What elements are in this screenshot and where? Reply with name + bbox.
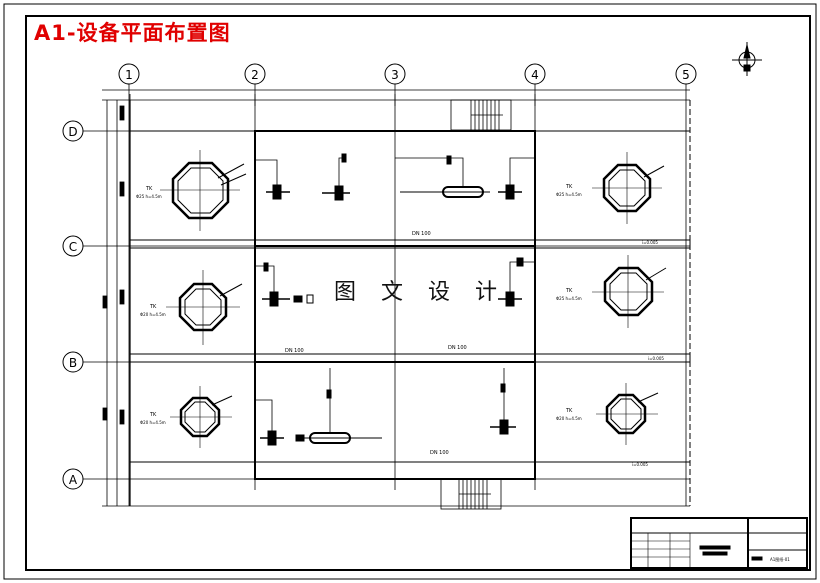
equipment-room-D (255, 153, 535, 201)
inner-frame (25, 15, 811, 571)
row-axis-C: C (62, 235, 84, 257)
column-axis-2: 2 (244, 63, 266, 85)
dimension-lines (102, 89, 690, 507)
row-axis-A: A (62, 468, 84, 490)
slope-label: i=0.005 (632, 462, 648, 467)
axis-label: B (69, 356, 77, 370)
slope-label: i=0.005 (642, 240, 658, 245)
row-axes: D C B A (62, 120, 84, 490)
stair-bottom (440, 478, 502, 510)
tank-sub: Φ20 h=4.5m (556, 416, 582, 421)
stair-top (450, 99, 512, 131)
tank-sub: Φ20 h=4.5m (140, 420, 166, 425)
equipment-room-C (255, 257, 535, 307)
pipe-label: DN 100 (448, 345, 467, 351)
pipe-label: DN 100 (285, 348, 304, 354)
pipe-label: DN 100 (412, 231, 431, 237)
tank-sub: Φ25 h=4.5m (556, 192, 582, 197)
axis-label: 4 (531, 68, 539, 82)
tank-label: TK (565, 184, 573, 190)
axis-label: 3 (391, 68, 399, 82)
slope-label: i=0.005 (648, 356, 664, 361)
axis-label: D (68, 125, 77, 139)
column-axes: 1 2 3 4 5 (118, 63, 697, 85)
column-axis-5: 5 (675, 63, 697, 85)
tank-B5: TK Φ20 h=4.5m (556, 383, 659, 445)
drawing-title: A1-设备平面布置图 (34, 21, 231, 45)
axis-label: 1 (125, 68, 133, 82)
tank-D5: TK Φ25 h=4.5m (556, 152, 665, 224)
equipment-room-B (255, 368, 516, 446)
tank-C1: TK Φ20 h=4.5m (140, 270, 243, 345)
building-walls (129, 100, 691, 506)
tank-sub: Φ25 h=4.5m (136, 194, 162, 199)
pipe-label: DN 100 (430, 450, 449, 456)
column-axis-3: 3 (384, 63, 406, 85)
pipe-labels: DN 100 DN 100 DN 100 DN 100 i=0.005 i=0.… (285, 231, 664, 467)
outer-border (3, 3, 817, 580)
tank-sub: Φ20 h=4.5m (140, 312, 166, 317)
tank-sub: Φ25 h=4.5m (556, 296, 582, 301)
watermark: 图 文 设 计 (334, 280, 506, 305)
drawing-number: A1图纸-01 (770, 556, 790, 562)
axis-label: 2 (251, 68, 259, 82)
tank-label: TK (149, 304, 157, 310)
axis-label: C (69, 240, 77, 254)
tank-D1: TK Φ25 h=4.5m (136, 150, 247, 231)
axis-label: 5 (682, 68, 690, 82)
column-axis-4: 4 (524, 63, 546, 85)
row-axis-B: B (62, 351, 84, 373)
tank-label: TK (565, 288, 573, 294)
tank-label: TK (565, 408, 573, 414)
tank-label: TK (149, 412, 157, 418)
tank-B1: TK Φ20 h=4.5m (140, 386, 233, 448)
axis-label: A (69, 473, 78, 487)
column-axis-1: 1 (118, 63, 140, 85)
tank-label: TK (145, 186, 153, 192)
title-block: A1图纸-01 (630, 517, 808, 569)
north-arrow-icon (732, 42, 762, 76)
tank-C5: TK Φ25 h=4.5m (556, 255, 667, 328)
row-axis-D: D (62, 120, 84, 142)
